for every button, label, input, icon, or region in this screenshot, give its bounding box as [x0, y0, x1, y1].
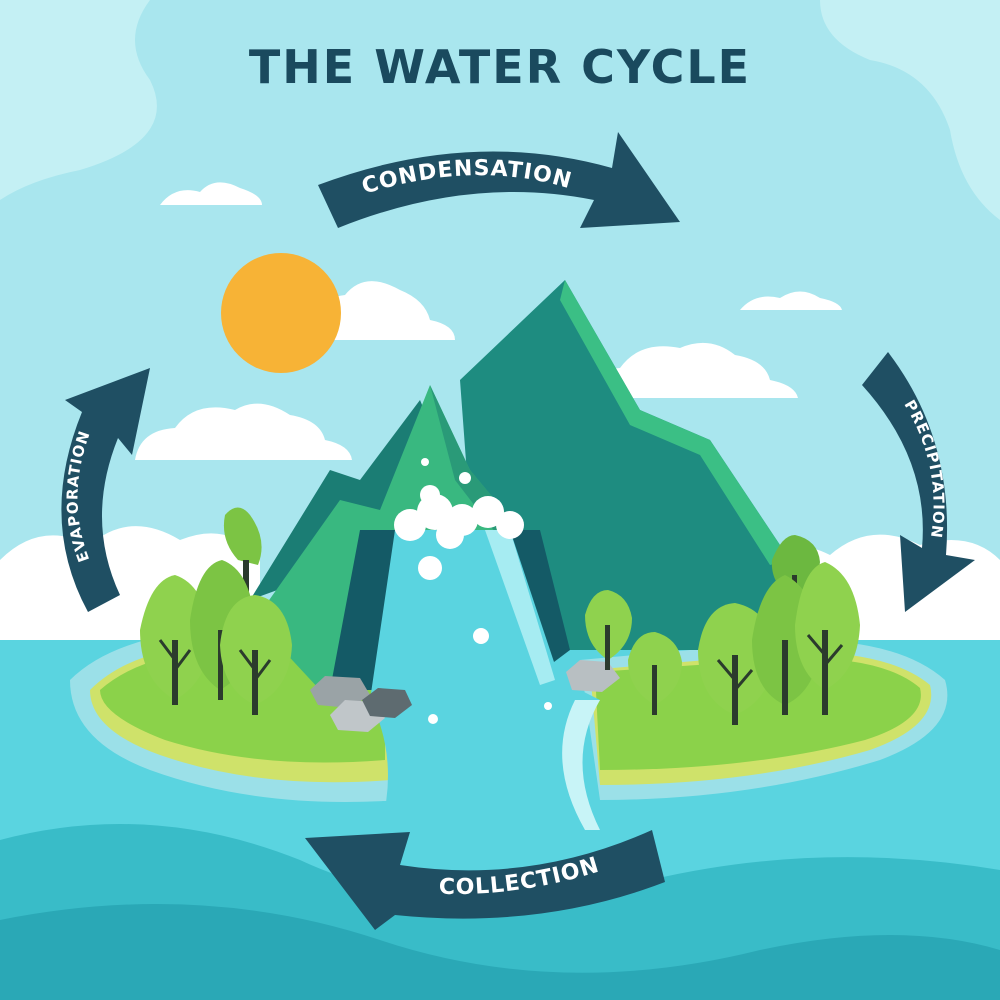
sky-swirl-right — [820, 0, 1000, 220]
page-title: THE WATER CYCLE — [248, 40, 752, 94]
evaporation-arrow: EVAPORATION — [61, 368, 151, 612]
condensation-arrow: CONDENSATION — [318, 132, 680, 228]
sea-wave-front — [0, 904, 1000, 1000]
tree-icon — [585, 590, 632, 670]
tree-icon — [628, 632, 682, 715]
tree-icon — [795, 562, 860, 715]
cloud-left — [135, 403, 352, 460]
cloud-right — [575, 342, 798, 398]
sky-swirl-left — [0, 0, 157, 200]
cloud-small-left — [160, 182, 262, 205]
sun-icon — [221, 253, 341, 373]
trees — [140, 507, 860, 725]
waterfall — [370, 458, 600, 830]
cloud-small-right — [740, 291, 842, 310]
tree-icon — [220, 595, 292, 715]
